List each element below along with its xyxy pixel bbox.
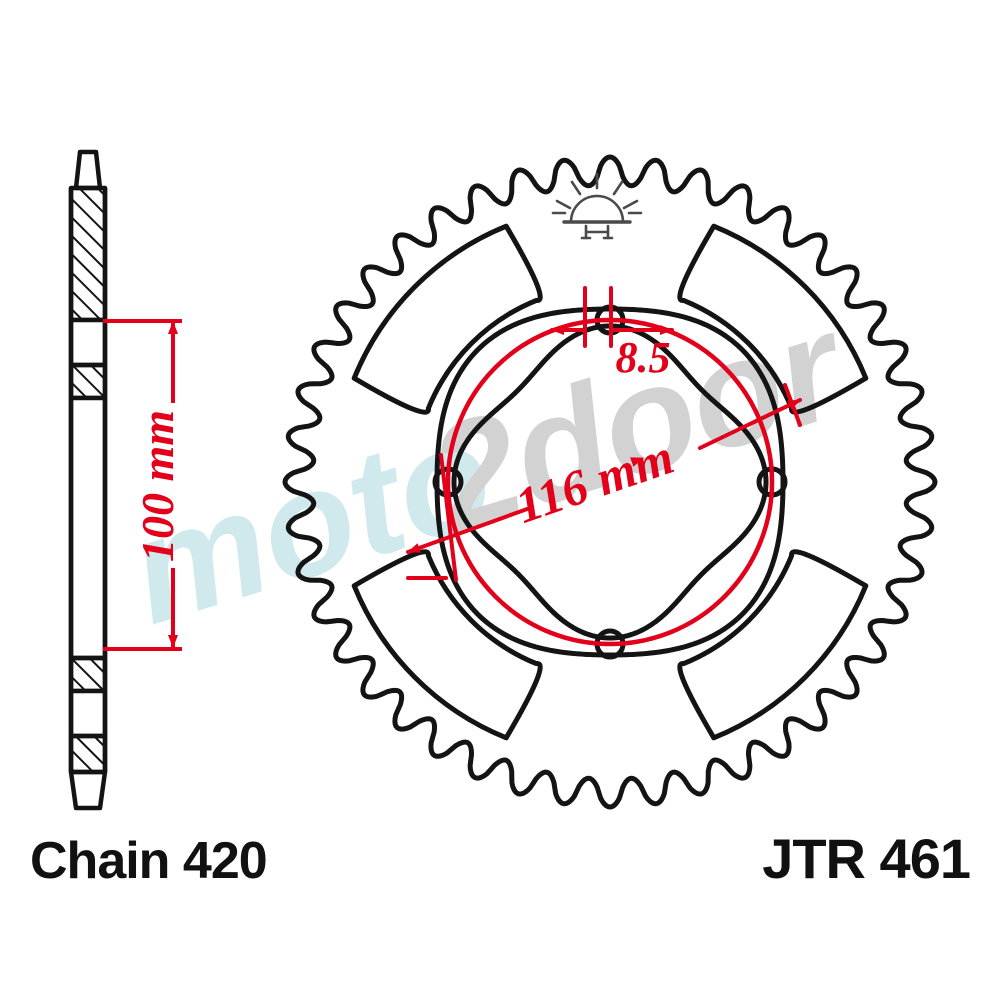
sprocket-teeth-outline: [282, 154, 938, 810]
dimension-100mm: [103, 319, 182, 651]
dimension-8-5-label: 8.5: [616, 333, 671, 382]
sunrise-stand: [584, 224, 610, 240]
sprocket-cutout: [677, 549, 869, 741]
dimension-100mm-label: 100 mm: [132, 410, 183, 562]
sunrise-dome: [569, 194, 625, 224]
dimension-100mm-label-group: 100 mm: [132, 410, 183, 562]
side-view-web: [68, 395, 108, 661]
dimension-116mm: [406, 383, 802, 582]
side-view-lower-gap: [68, 688, 108, 739]
side-view-lower-tooth-section: [68, 733, 108, 775]
sprocket-cutout: [351, 549, 543, 741]
sunrise-icon: [551, 172, 643, 240]
sprocket-cutouts: [351, 223, 869, 741]
sunrise-ray-left: [555, 199, 572, 210]
sunrise-ray-right: [622, 199, 639, 210]
side-view-bottom-tip: [68, 769, 108, 811]
sunrise-ray-upper-left: [570, 180, 582, 196]
dimension-8-5: [550, 286, 674, 348]
sprocket-cutout: [351, 223, 543, 415]
chain-label: Chain 420: [30, 832, 267, 890]
side-view-upper-band: [68, 362, 108, 401]
sprocket-face-view: [282, 154, 938, 810]
part-number-label: JTR 461: [762, 827, 970, 890]
sunrise-ray-upper-right: [612, 180, 624, 196]
side-view-top-tip: [73, 149, 103, 191]
side-view-upper-tooth-section: [68, 185, 108, 323]
sprocket-hub-bore: [451, 323, 769, 641]
dim-116-arrow-left: [406, 506, 532, 554]
side-view-upper-gap: [68, 317, 108, 368]
ext-tick-left: [439, 453, 458, 582]
dim-116-arrow-right: [698, 398, 802, 450]
sprocket-cutout: [677, 223, 869, 415]
side-view-lower-band: [68, 655, 108, 694]
side-view: [68, 149, 108, 811]
